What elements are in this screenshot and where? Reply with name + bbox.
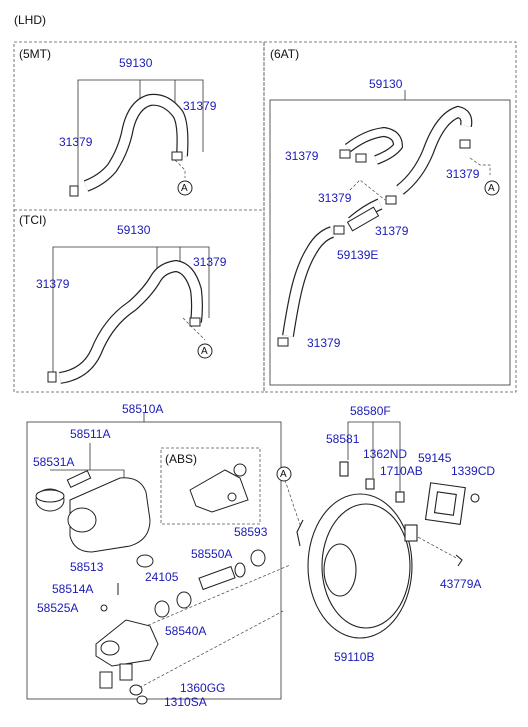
abs-port-b [227,492,237,502]
abs-body [189,469,249,513]
outlet-port [100,640,120,656]
abs-port-a [233,463,247,477]
ref-letter-5mt: A [181,183,188,194]
clip-tci-left [47,371,57,383]
section-caption-6at: (6AT) [270,47,300,61]
diagram-title: (LHD) [14,13,46,27]
reference-markers [177,180,500,482]
part-label-59139e[interactable]: 59139E [337,248,379,262]
clip-6at-f [277,337,289,347]
part-label-1710ab[interactable]: 1710AB [380,464,423,478]
part-label-59130-tci[interactable]: 59130 [117,223,151,237]
part-label-31379-tci-right[interactable]: 31379 [193,255,227,269]
border-abs [160,447,261,525]
nut-1339cd [470,493,480,503]
part-label-31379-6at-b[interactable]: 31379 [446,167,480,181]
part-label-58511a[interactable]: 58511A [70,427,111,441]
section-caption-5mt: (5MT) [19,47,51,61]
section-caption-abs: (ABS) [165,452,198,466]
clip-6at-e [333,225,345,235]
part-label-31379-6at-a[interactable]: 31379 [285,149,319,163]
part-label-31379-6at-d[interactable]: 31379 [375,224,409,238]
ref-letter-tci: A [201,346,208,357]
clip-43779a [455,554,463,567]
check-valve-58581 [339,461,349,477]
part-label-58593[interactable]: 58593 [234,525,268,539]
booster-hose [296,519,304,547]
booster-pushrod [404,524,418,542]
seal [234,562,246,578]
part-label-59130-6at[interactable]: 59130 [369,77,403,91]
part-label-58525a[interactable]: 58525A [37,601,79,615]
gasket [250,549,266,567]
part-label-58510a[interactable]: 58510A [122,402,164,416]
o-ring [154,600,170,618]
part-label-58513[interactable]: 58513 [70,560,104,574]
booster-parts [296,461,480,639]
part-label-1360gg[interactable]: 1360GG [180,681,226,695]
tubes [58,93,473,384]
part-label-31379-6at-c[interactable]: 31379 [318,191,352,205]
nut [136,695,148,705]
reservoir-neck [67,507,97,533]
dash-links [124,157,491,691]
part-label-43779a[interactable]: 43779A [440,577,482,591]
part-label-59110b[interactable]: 59110B [334,650,375,664]
part-label-58540a[interactable]: 58540A [165,624,207,638]
piston-secondary [176,591,192,609]
clip-5mt-right [171,151,183,161]
check-valve [346,206,380,232]
part-label-59130-5mt[interactable]: 59130 [119,56,153,70]
reservoir [69,477,151,553]
part-label-1339cd[interactable]: 1339CD [451,464,496,478]
level-sensor [66,470,92,488]
part-label-58581[interactable]: 58581 [326,432,360,446]
ref-circle-booster [276,466,292,482]
part-label-59145[interactable]: 59145 [418,451,452,465]
clip-tci-right [189,317,201,327]
grommet [136,554,154,568]
booster-front [323,543,357,597]
clip-6at-c [459,139,471,149]
section-caption-tci: (TCI) [19,213,47,227]
ref-letter-booster: A [280,469,287,480]
ref-circle-6at [484,180,500,196]
clip-6at-a [339,149,351,159]
clip-5mt-left [69,185,79,197]
plug-right [119,663,133,681]
booster-gasket-inner [433,491,457,516]
border-left-column [13,41,265,393]
ref-circle-5mt [177,180,193,196]
part-label-58550a[interactable]: 58550A [191,547,233,561]
part-label-58531a[interactable]: 58531A [33,455,75,469]
part-label-1362nd[interactable]: 1362ND [363,447,408,461]
part-label-31379-5mt-right[interactable]: 31379 [183,99,217,113]
part-label-58514a[interactable]: 58514A [52,582,94,596]
part-label-31379-6at-e[interactable]: 31379 [307,336,341,350]
grommet-1362nd [365,478,375,490]
clip-6at-d [385,195,397,205]
clip-6at-b [355,153,367,163]
master-cylinder-parts [35,463,266,705]
clamp-1710ab [395,491,405,503]
part-label-31379-tci-left[interactable]: 31379 [36,277,70,291]
part-label-58580f[interactable]: 58580F [350,404,391,418]
clips [47,139,471,383]
part-label-31379-5mt-left[interactable]: 31379 [59,135,93,149]
border-6at [263,41,517,393]
washer [129,684,143,696]
piston-primary [198,565,236,591]
ref-circle-tci [197,343,213,359]
ref-letter-6at: A [488,183,495,194]
plug-left [99,671,113,689]
screw [100,604,108,612]
leader-lines [26,79,511,700]
booster-shell [321,503,411,629]
section-borders [13,41,517,525]
reservoir-cap-top [35,489,65,503]
part-label-1310sa[interactable]: 1310SA [164,695,207,709]
part-label-24105[interactable]: 24105 [145,570,179,584]
